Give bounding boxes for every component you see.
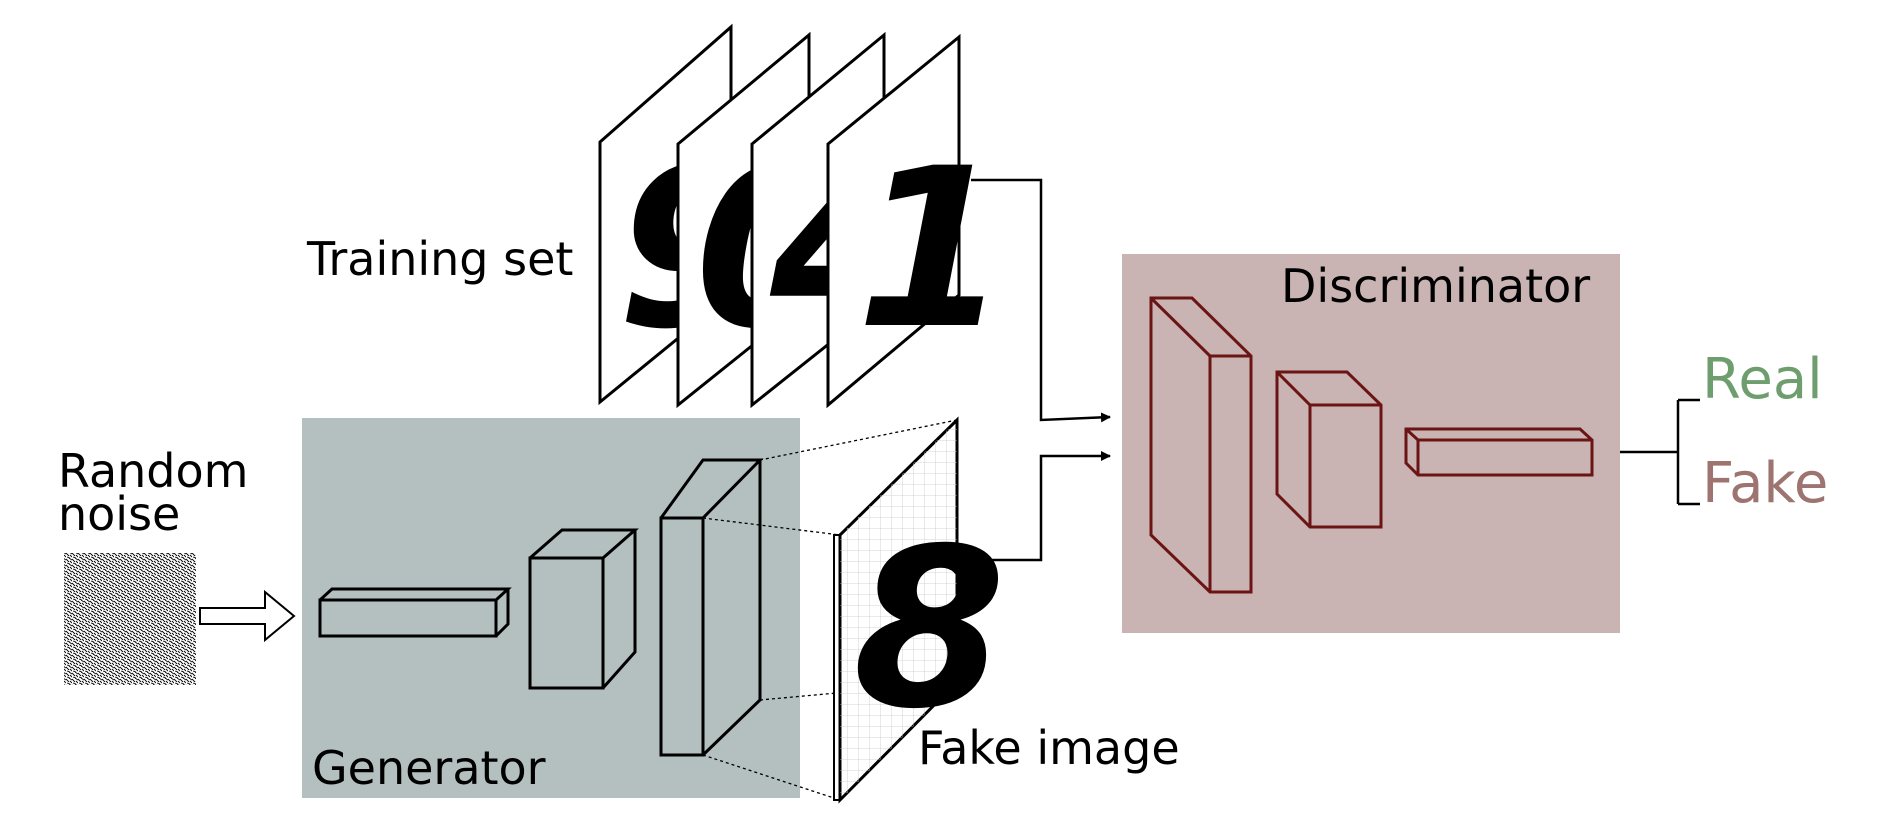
generator: Generator <box>302 418 800 798</box>
real-label: Real <box>1702 347 1823 412</box>
fake-label: Fake <box>1702 451 1828 516</box>
random-noise: Random noise <box>58 444 296 685</box>
generator-layer-1 <box>318 587 512 638</box>
output: Real Fake <box>1620 347 1828 516</box>
noise-image <box>64 553 196 685</box>
discriminator-layer-3 <box>1404 427 1594 477</box>
real-path-arrow <box>971 178 1111 423</box>
random-noise-label-line1: Random <box>58 444 248 498</box>
training-image-4: 1 <box>826 33 1009 409</box>
fake-image-label: Fake image <box>918 721 1180 775</box>
generator-label: Generator <box>312 741 546 795</box>
training-set: Training set 9 0 4 1 <box>306 23 1009 409</box>
discriminator-panel <box>1122 254 1620 633</box>
discriminator-layer-1 <box>1149 296 1253 594</box>
output-bracket <box>1620 398 1700 506</box>
fake-path-arrow <box>970 451 1111 562</box>
training-digit-4: 1 <box>856 121 1009 377</box>
discriminator-label: Discriminator <box>1281 259 1590 313</box>
random-noise-label-line2: noise <box>58 487 180 541</box>
connectors <box>970 178 1111 562</box>
fake-image-digit: 8 <box>853 501 1006 757</box>
generator-layer-2 <box>528 528 639 690</box>
noise-input-arrow <box>199 589 296 643</box>
fake-image-grid <box>840 420 957 800</box>
fake-image: 8 Fake image <box>833 416 1180 804</box>
training-set-label: Training set <box>306 232 573 286</box>
discriminator-layer-2 <box>1275 370 1383 529</box>
discriminator: Discriminator <box>1122 254 1620 633</box>
generator-panel <box>302 418 800 798</box>
